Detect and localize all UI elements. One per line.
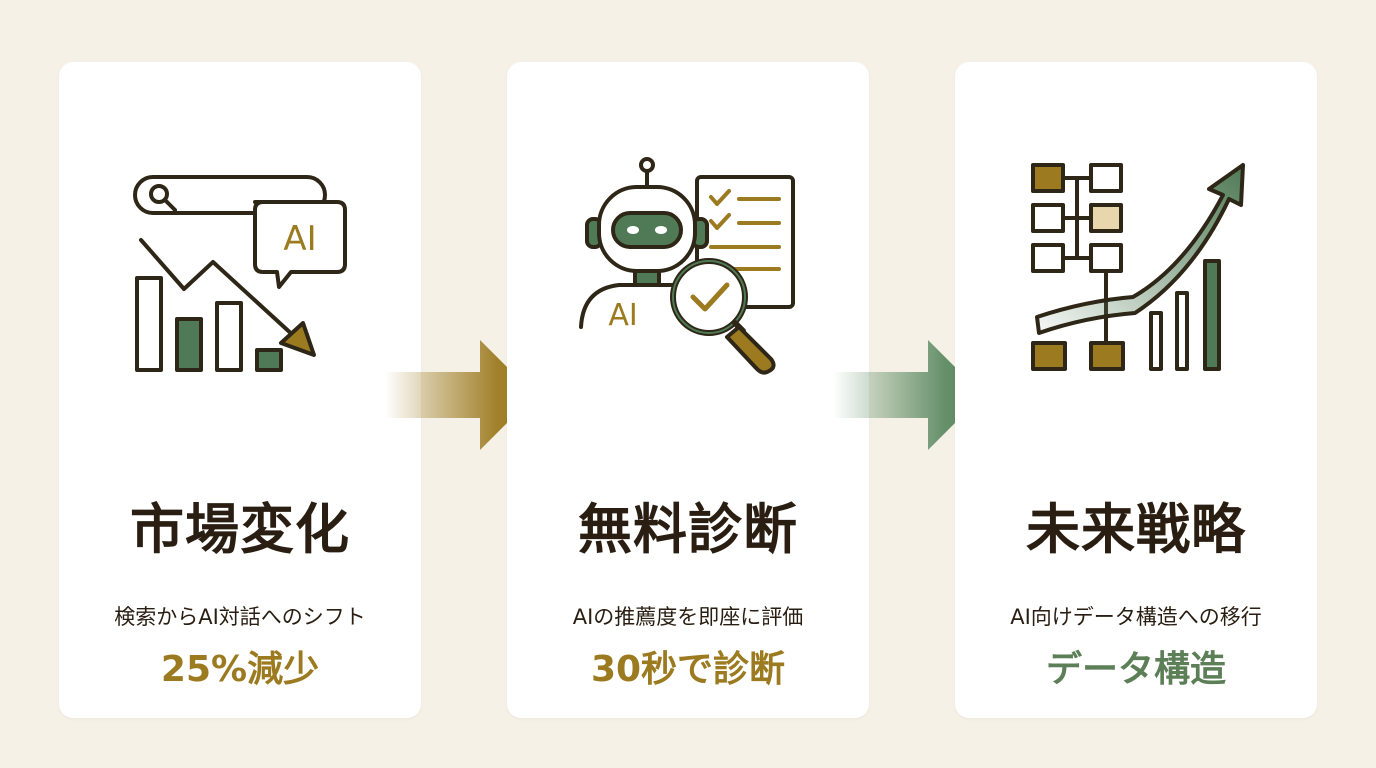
card-description: AI向けデータ構造への移行 bbox=[1010, 605, 1262, 629]
card-future-strategy: 未来戦略 AI向けデータ構造への移行 データ構造 bbox=[955, 62, 1317, 718]
card-metric: 30秒で診断 bbox=[590, 649, 786, 690]
card-description: AIの推薦度を即座に評価 bbox=[572, 605, 804, 629]
card-free-diagnosis: AI 無料診断 AIの推薦度を即座に評価 30秒で診断 bbox=[507, 62, 869, 718]
icon-ai-text: AI bbox=[608, 298, 637, 333]
search-decline-icon: AI bbox=[119, 157, 361, 387]
right-arrow-icon bbox=[385, 340, 535, 450]
card-title: 市場変化 bbox=[130, 497, 350, 561]
card-title: 未来戦略 bbox=[1026, 497, 1246, 561]
card-title: 無料診断 bbox=[578, 497, 798, 561]
card-metric: データ構造 bbox=[1045, 649, 1226, 690]
card-metric: 25%減少 bbox=[160, 649, 320, 690]
right-arrow-icon bbox=[833, 340, 983, 450]
icon-ai-text: AI bbox=[283, 219, 316, 259]
card-market-change: AI 市場変化 検索からAI対話へのシフト 25%減少 bbox=[59, 62, 421, 718]
ai-robot-diagnosis-icon: AI bbox=[567, 157, 809, 387]
card-description: 検索からAI対話へのシフト bbox=[114, 605, 366, 629]
data-structure-growth-icon bbox=[1015, 157, 1257, 387]
